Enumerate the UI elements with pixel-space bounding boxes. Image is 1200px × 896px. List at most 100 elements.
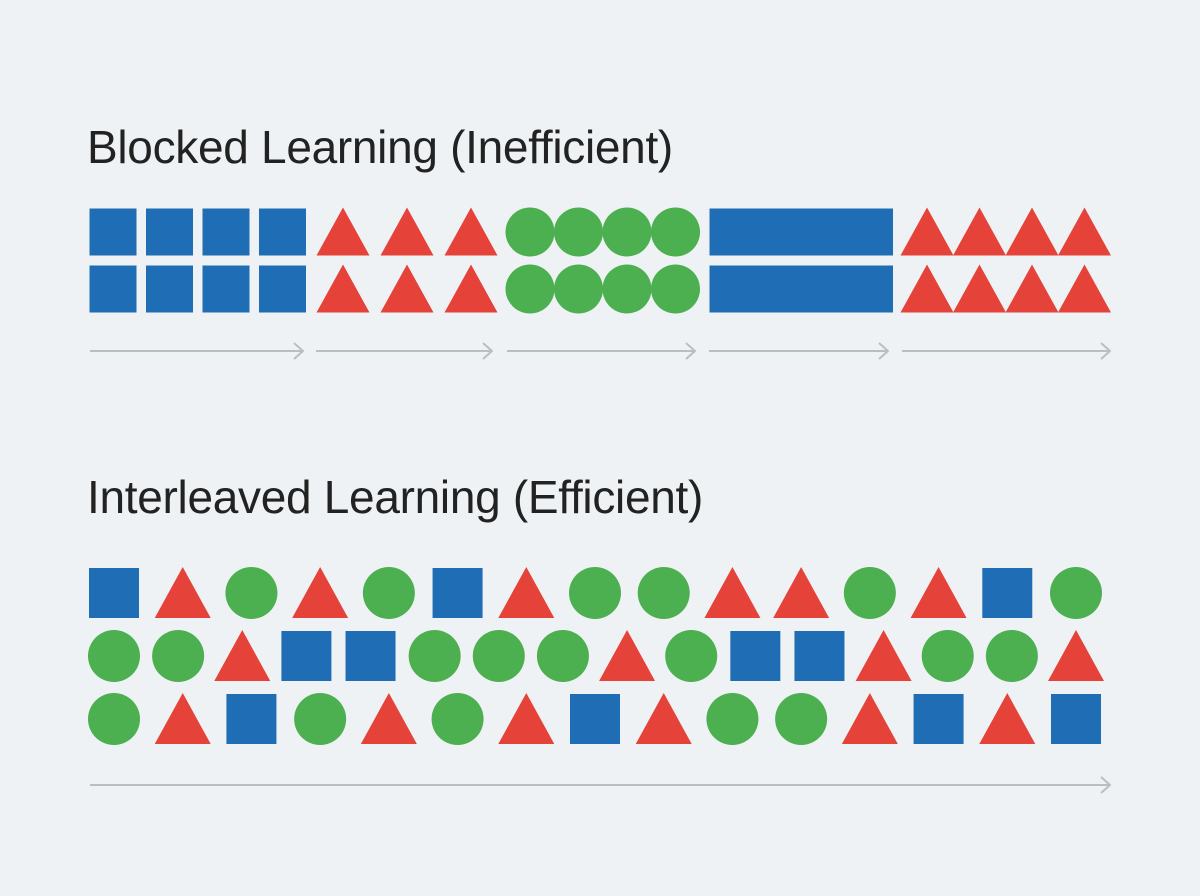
green-circle [1050,567,1102,619]
blue-square [570,694,620,744]
green-circle [775,693,828,745]
blue-square [709,265,757,313]
green-circle [602,207,652,257]
red-triangle [953,264,1006,313]
blue-square [432,568,483,618]
green-circle [88,630,140,682]
blue-square [794,631,845,681]
blue-square [755,265,802,313]
red-triangle [444,264,498,313]
interleaved-sequence [88,567,1111,794]
blue-square [345,631,396,681]
red-triangle [498,567,555,618]
red-triangle [855,630,912,681]
green-circle [637,567,690,619]
blue-square [146,208,193,256]
blue-square [730,631,781,681]
red-triangle [1005,264,1059,313]
blocked-arrow-1 [90,342,304,360]
green-circle [88,693,140,745]
blue-square [259,208,306,256]
green-circle [225,567,278,619]
green-circle [505,264,555,314]
red-triangle [444,207,498,256]
green-circle [554,207,603,257]
blue-square [846,265,893,313]
interleaved-arrow [90,776,1111,794]
blocked-group-2 [316,207,498,313]
green-circle [665,630,718,682]
red-triangle [953,207,1006,256]
blue-square [800,265,848,313]
blocked-learning-title: Blocked Learning (Inefficient) [87,121,673,173]
blocked-arrow-3 [507,342,696,360]
blue-square [755,208,802,256]
red-triangle [154,693,211,744]
red-triangle [292,567,349,618]
red-triangle [1058,264,1111,313]
red-triangle [704,567,761,618]
blue-square [259,265,306,313]
interleaved-row-1 [89,567,1102,619]
interleaved-learning-title: Interleaved Learning (Efficient) [87,471,704,523]
red-triangle [1005,207,1059,256]
green-circle [706,693,759,745]
interleaved-row-3 [88,693,1101,745]
red-triangle [1058,207,1111,256]
green-circle [554,264,603,314]
green-circle [569,567,621,619]
red-triangle [910,567,967,618]
blue-square [1051,694,1101,744]
blue-square [709,208,757,256]
red-triangle [316,264,370,313]
green-circle [985,630,1038,682]
red-triangle [635,693,692,744]
blocked-arrow-2 [316,342,493,360]
blocked-group-1 [89,208,306,313]
red-triangle [900,207,954,256]
blue-square [202,265,250,313]
blocked-sequence [89,207,1111,360]
blue-square [89,265,137,313]
green-circle [651,264,700,314]
red-triangle [773,567,830,618]
green-circle [408,630,461,682]
blocked-group-4 [709,208,893,313]
red-triangle [316,207,370,256]
blue-square [913,694,964,744]
green-circle [651,207,700,257]
green-circle [843,567,896,619]
blue-square [846,208,893,256]
green-circle [536,630,589,682]
interleaved-row-2 [88,630,1104,682]
green-circle [152,630,205,682]
blue-square [202,208,250,256]
green-circle [505,207,555,257]
blue-square [226,694,277,744]
blocked-group-5 [900,207,1111,313]
red-triangle [380,264,434,313]
red-triangle [214,630,271,681]
red-triangle [599,630,656,681]
green-circle [294,693,347,745]
blue-square [800,208,848,256]
blue-square [982,568,1033,618]
red-triangle [900,264,954,313]
green-circle [602,264,652,314]
green-circle [921,630,974,682]
blue-square [89,568,139,618]
green-circle [362,567,415,619]
blocked-arrow-4 [709,342,889,360]
green-circle [431,693,484,745]
red-triangle [498,693,555,744]
red-triangle [979,693,1036,744]
red-triangle [841,693,898,744]
blue-square [281,631,332,681]
red-triangle [154,567,211,618]
red-triangle [380,207,434,256]
green-circle [472,630,525,682]
blocked-arrow-5 [902,342,1111,360]
blocked-group-3 [505,207,700,314]
red-triangle [1048,630,1104,681]
